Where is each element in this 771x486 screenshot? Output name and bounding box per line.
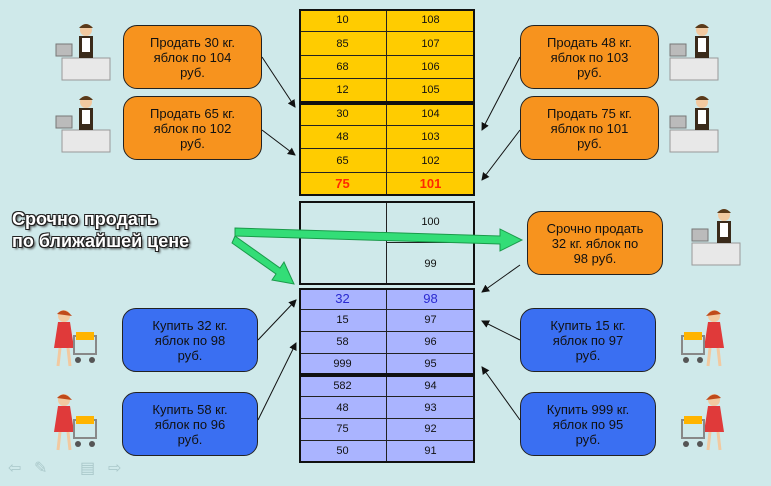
buy-price-cell: 98: [387, 288, 475, 310]
buy-bubble-right-2: Купить 999 кг. яблок по 95 руб.: [520, 392, 656, 456]
arrow-buy-left-2: [257, 342, 297, 421]
sell-qty-cell: 48: [299, 126, 387, 150]
seller-icon: [55, 24, 111, 81]
arrow-buy-right-1: [481, 320, 521, 341]
arrow-sell-right-1: [481, 56, 521, 131]
buy-bubble-left-2: Купить 58 кг. яблок по 96 руб.: [122, 392, 258, 456]
sell-qty-cell: 10: [299, 9, 387, 33]
pen-icon[interactable]: ✎: [34, 460, 48, 477]
arrow-sell-left-1: [261, 56, 296, 108]
sell-qty-cell: 30: [299, 102, 387, 126]
buy-qty-cell: 48: [299, 397, 387, 419]
sell-qty-cell: 65: [299, 149, 387, 173]
sell-bubble-right-2: Продать 75 кг. яблок по 101 руб.: [520, 96, 659, 160]
arrow-left-icon[interactable]: ⇦: [8, 460, 22, 477]
buyer-icon: [681, 310, 724, 367]
buy-bubble-right-1: Купить 15 кг. яблок по 97 руб.: [520, 308, 656, 372]
buy-qty-cell: 582: [299, 375, 387, 398]
seller-icon: [691, 209, 741, 266]
buy-qty-cell: 15: [299, 310, 387, 332]
buy-bubble-left-1: Купить 32 кг. яблок по 98 руб.: [122, 308, 258, 372]
menu-icon[interactable]: ▤: [80, 460, 96, 477]
arrow-sell-right-2: [481, 129, 521, 181]
sell-bubble-left-1: Продать 30 кг. яблок по 104 руб.: [123, 25, 262, 89]
urgent-sell-label: Срочно продать по ближайшей цене: [12, 209, 190, 251]
buy-qty-cell: 32: [299, 288, 387, 310]
arrow-sell-left-2: [261, 129, 296, 156]
arrow-urgent-right: [481, 264, 521, 293]
seller-icon: [669, 96, 719, 153]
sell-bubble-left-2: Продать 65 кг. яблок по 102 руб.: [123, 96, 262, 160]
sell-qty-cell: 68: [299, 55, 387, 80]
buyer-icon: [54, 310, 97, 367]
buy-qty-cell: 75: [299, 419, 387, 441]
sell-qty-cell: 85: [299, 32, 387, 56]
buy-price-cell: 94: [387, 375, 475, 398]
green-arrow-down: [231, 235, 295, 285]
sell-bubble-right-1: Продать 48 кг. яблок по 103 руб.: [520, 25, 659, 89]
buy-qty-cell: 58: [299, 331, 387, 354]
buyer-icon: [681, 394, 724, 451]
arrow-buy-left-1: [257, 299, 297, 341]
sell-bubble-urgent: Срочно продать 32 кг. яблок по 98 руб.: [527, 211, 663, 275]
seller-icon: [669, 24, 719, 81]
arrow-buy-right-2: [481, 366, 521, 421]
buyer-icon: [54, 394, 97, 451]
buy-price-cell: 96: [387, 331, 475, 354]
green-arrow-right: [234, 227, 524, 252]
arrow-right-icon[interactable]: ⇨: [108, 460, 122, 477]
sell-price-cell: 108: [387, 9, 475, 33]
seller-icon: [55, 96, 111, 153]
